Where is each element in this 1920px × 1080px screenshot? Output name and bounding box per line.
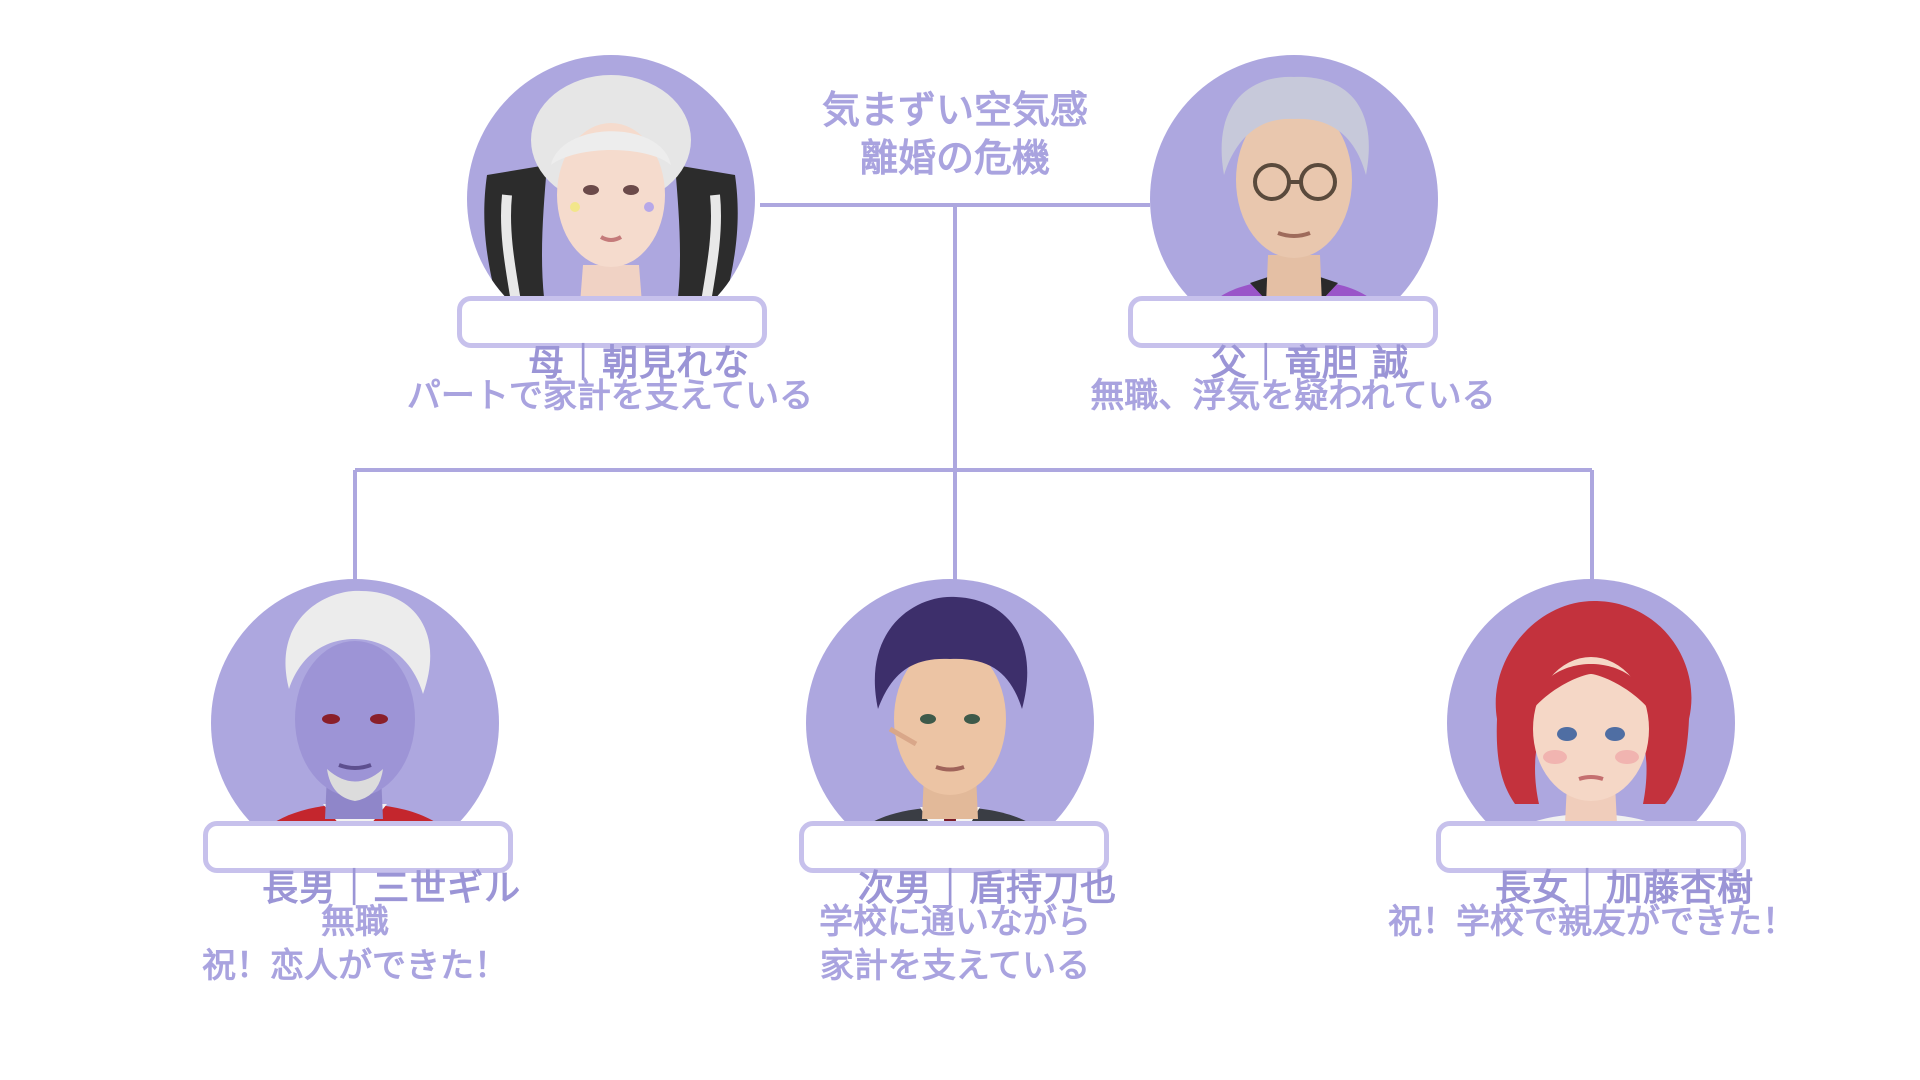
mother-name-badge: 母｜朝見れな	[457, 296, 767, 348]
eldest-son-desc-line-1: 無職	[115, 900, 595, 944]
second-son-description: 学校に通いながら 家計を支えている	[715, 900, 1195, 988]
second-son-desc-line-2: 家計を支えている	[715, 944, 1195, 988]
second-son-desc-line-1: 学校に通いながら	[715, 900, 1195, 944]
eldest-son-name-badge: 長男｜三世ギル	[203, 821, 513, 873]
eldest-daughter-description: 祝！学校で親友ができた！	[1352, 900, 1832, 944]
second-son-name-badge: 次男｜盾持刀也	[799, 821, 1109, 873]
father-desc-line-1: 無職、浮気を疑われている	[1053, 374, 1533, 418]
father-name-badge: 父｜竜胆 誠	[1128, 296, 1438, 348]
parents-relation-text: 気まずい空気感 離婚の危機	[755, 86, 1155, 182]
mother-desc-line-1: パートで家計を支えている	[370, 374, 850, 418]
father-description: 無職、浮気を疑われている	[1053, 374, 1533, 418]
relation-line-2: 離婚の危機	[755, 134, 1155, 182]
eldest-son-description: 無職 祝！恋人ができた！	[115, 900, 595, 988]
mother-description: パートで家計を支えている	[370, 374, 850, 418]
eldest-daughter-name-badge: 長女｜加藤杏樹	[1436, 821, 1746, 873]
relation-line-1: 気まずい空気感	[755, 86, 1155, 134]
eldest-son-desc-line-2: 祝！恋人ができた！	[115, 944, 595, 988]
eldest-daughter-desc-line-1: 祝！学校で親友ができた！	[1352, 900, 1832, 944]
